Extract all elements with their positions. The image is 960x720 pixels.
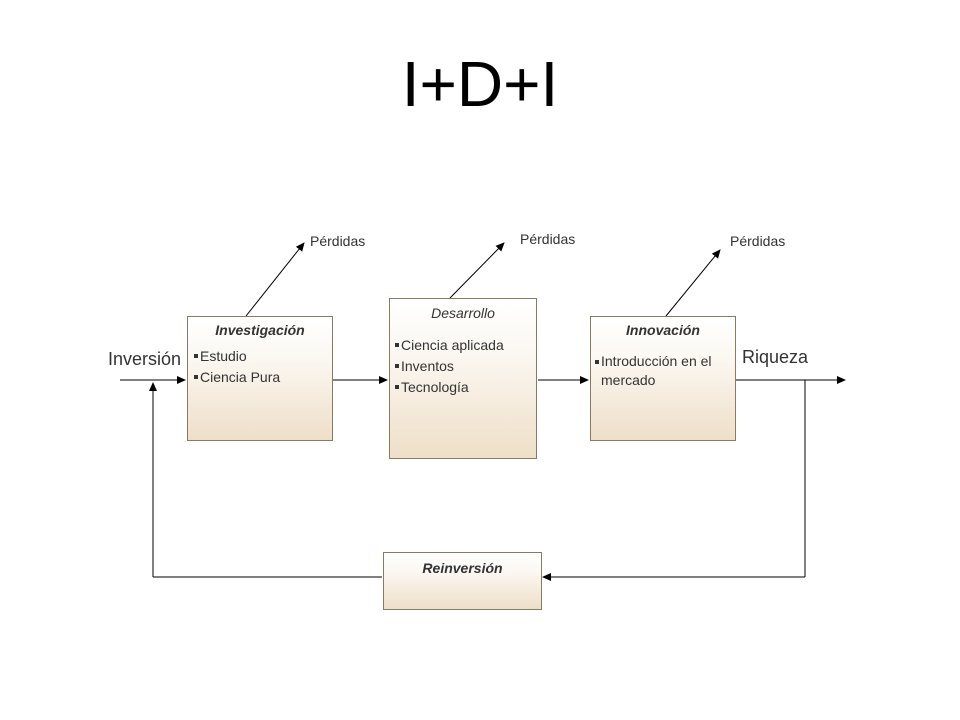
bullet-icon: [194, 354, 198, 358]
innovacion-items: Introducción en el mercado: [593, 352, 735, 390]
perdidas-label-innovacion: Pérdidas: [730, 233, 786, 249]
list-item: Ciencia Pura: [192, 367, 332, 388]
reinversion-box: Reinversión: [383, 552, 542, 610]
arrow-loss-desarrollo: [449, 242, 505, 299]
investigacion-box: Investigación Estudio Ciencia Pura: [187, 316, 333, 441]
arrow-loss-investigacion: [245, 242, 305, 317]
desarrollo-title: Desarrollo: [431, 305, 495, 321]
desarrollo-items: Ciencia aplicada Inventos Tecnología: [393, 335, 536, 398]
list-item: Tecnología: [393, 377, 536, 398]
riqueza-label: Riqueza: [742, 347, 809, 367]
page-title: I+D+I: [401, 48, 559, 120]
inversion-label: Inversión: [108, 349, 182, 369]
bullet-icon: [395, 385, 399, 389]
list-item: Estudio: [192, 346, 332, 367]
desarrollo-box: Desarrollo Ciencia aplicada Inventos Tec…: [389, 298, 537, 459]
arrow-loss-innovacion: [665, 249, 721, 317]
reinversion-title: Reinversión: [422, 560, 503, 576]
bullet-icon: [595, 360, 599, 364]
bullet-icon: [395, 343, 399, 347]
list-item: Ciencia aplicada: [393, 335, 536, 356]
perdidas-label-investigacion: Pérdidas: [310, 233, 366, 249]
list-item: Introducción en el mercado: [593, 352, 735, 390]
perdidas-label-desarrollo: Pérdidas: [520, 231, 576, 247]
bullet-icon: [395, 364, 399, 368]
list-item: Inventos: [393, 356, 536, 377]
investigacion-title: Investigación: [215, 322, 305, 338]
bullet-icon: [194, 375, 198, 379]
investigacion-items: Estudio Ciencia Pura: [192, 346, 332, 388]
innovacion-title: Innovación: [626, 322, 700, 338]
innovacion-box: Innovación Introducción en el mercado: [590, 316, 736, 441]
